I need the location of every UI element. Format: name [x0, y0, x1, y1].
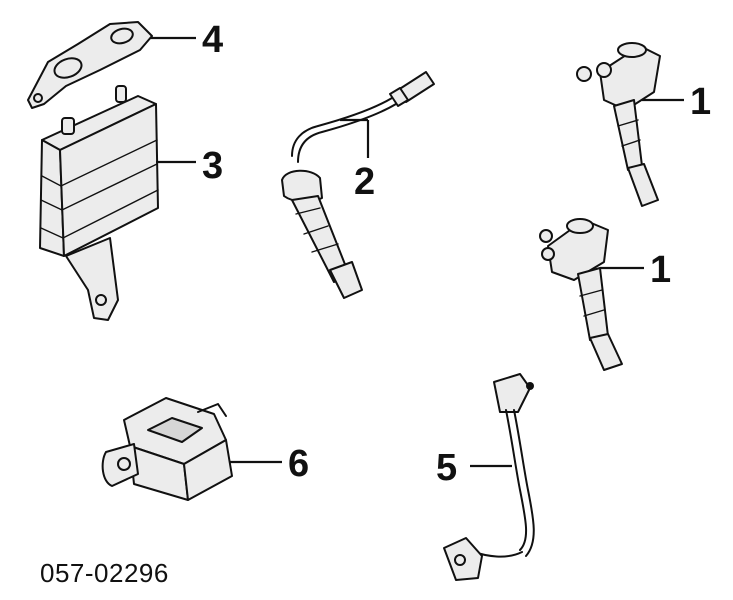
spark-plug-wire — [281, 71, 435, 299]
callout-3: 3 — [202, 145, 223, 187]
ignition-coil-upper — [576, 42, 661, 207]
sensor-harness — [443, 373, 535, 581]
callout-2: 2 — [354, 161, 375, 203]
callout-6: 6 — [288, 443, 309, 485]
reference-number: 057-02296 — [40, 558, 169, 588]
callout-1-upper: 1 — [690, 81, 711, 123]
mounting-bracket — [27, 21, 153, 109]
control-module — [39, 85, 159, 321]
callout-1-lower: 1 — [650, 249, 671, 291]
callout-5: 5 — [436, 447, 457, 489]
sensor-block — [101, 397, 233, 501]
callout-4: 4 — [202, 19, 223, 61]
ignition-coil-lower — [539, 218, 623, 371]
